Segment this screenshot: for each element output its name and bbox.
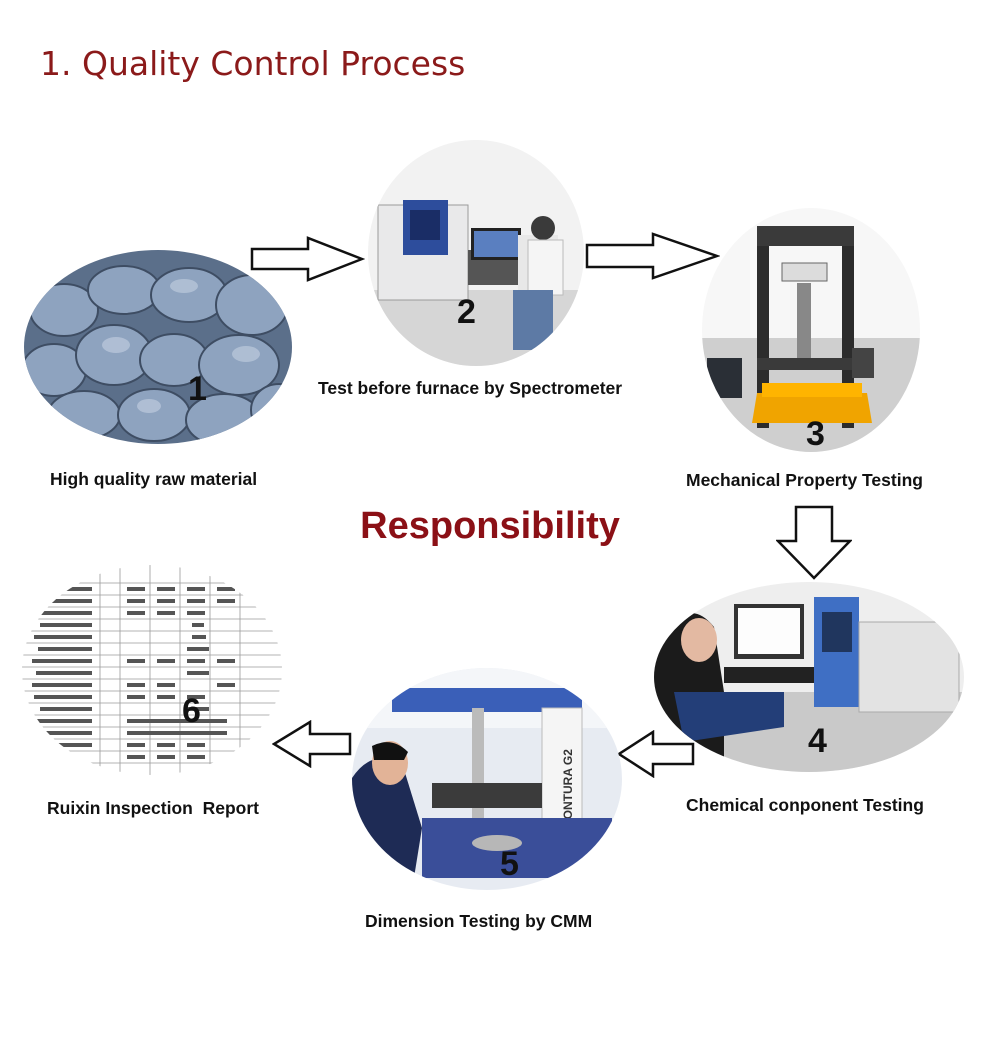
- inspection-report-photo: [22, 565, 282, 775]
- spectrometer-photo: [368, 140, 584, 366]
- step-6-caption: Ruixin Inspection Report: [47, 798, 259, 818]
- cmm-machine-photo: CONTURA G2: [352, 668, 622, 890]
- step-6-photo: [22, 565, 282, 775]
- step-3-number: 3: [806, 415, 825, 453]
- step-1-number: 1: [188, 370, 207, 408]
- cmm-brand-label: CONTURA G2: [561, 749, 575, 828]
- left-arrow-icon: [272, 720, 352, 768]
- down-arrow-icon: [776, 505, 852, 580]
- tensile-tester-photo: [702, 208, 920, 452]
- step-1-photo: [24, 250, 292, 444]
- step-1-caption: High quality raw material: [50, 469, 258, 489]
- metal-balls-photo: [24, 250, 292, 444]
- step-2-number: 2: [457, 293, 476, 331]
- right-arrow-icon: [585, 232, 720, 280]
- step-5-number: 5: [500, 845, 519, 883]
- step-2-caption: Test before furnace by Spectrometer: [318, 378, 623, 398]
- step-2-photo: [368, 140, 584, 366]
- lab-analyzer-photo: [654, 582, 964, 772]
- step-5-photo: CONTURA G2: [352, 668, 622, 890]
- page-title: 1. Quality Control Process: [40, 44, 466, 83]
- step-3-photo: [702, 208, 920, 452]
- right-arrow-icon: [250, 236, 365, 282]
- step-5-caption: Dimension Testing by CMM: [365, 911, 593, 931]
- step-3-caption: Mechanical Property Testing: [686, 470, 923, 490]
- step-6-number: 6: [182, 692, 201, 730]
- left-arrow-icon: [617, 730, 695, 778]
- step-4-caption: Chemical conponent Testing: [686, 795, 924, 815]
- responsibility-heading: Responsibility: [360, 505, 620, 547]
- step-4-photo: [654, 582, 964, 772]
- step-4-number: 4: [808, 722, 827, 760]
